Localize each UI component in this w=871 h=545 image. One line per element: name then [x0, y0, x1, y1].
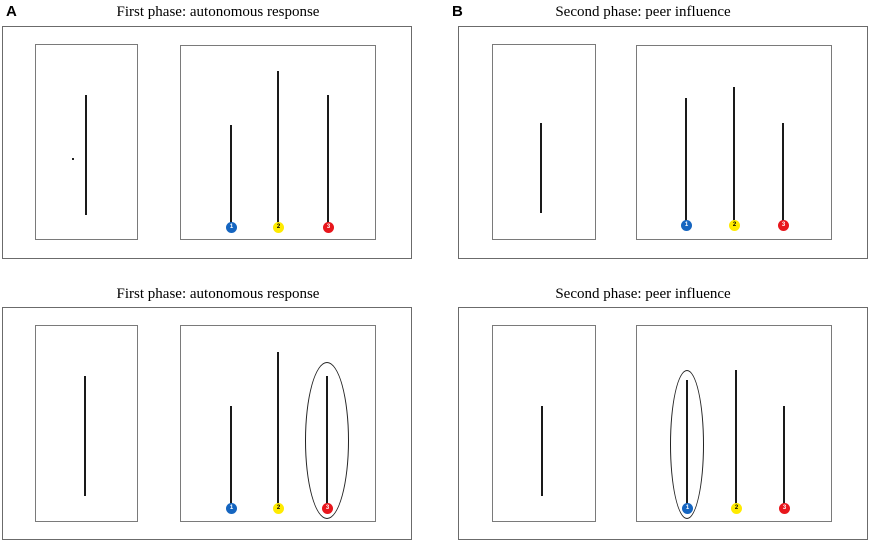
marker-1-b-top: 1: [681, 220, 692, 231]
standard-box-a-bottom: [35, 325, 138, 522]
standard-line-a-top: [85, 95, 87, 215]
standard-box-b-bottom: [492, 325, 596, 522]
marker-2-b-top: 2: [729, 220, 740, 231]
comparison-box-b-bottom: [636, 325, 832, 522]
comparison-line-3-b-top: [782, 123, 784, 226]
marker-3-a-bottom: 3: [322, 503, 333, 514]
marker-1-a-bottom: 1: [226, 503, 237, 514]
marker-2-a-bottom: 2: [273, 503, 284, 514]
selection-ellipse-a-bottom: [305, 362, 349, 519]
standard-line-b-bottom: [541, 406, 543, 496]
comparison-line-2-b-bottom: [735, 370, 737, 510]
comparison-line-2-b-top: [733, 87, 735, 226]
standard-line-a-bottom: [84, 376, 86, 496]
selection-ellipse-b-bottom: [670, 370, 704, 519]
title-b-top: Second phase: peer influence: [555, 4, 731, 20]
comparison-line-1-b-top: [685, 98, 687, 226]
title-a-bottom: First phase: autonomous response: [116, 286, 320, 302]
marker-3-b-top: 3: [778, 220, 789, 231]
panel-letter-a: A: [6, 3, 17, 20]
marker-2-b-bottom: 2: [731, 503, 742, 514]
standard-line-b-top: [540, 123, 542, 213]
marker-3-a-top: 3: [323, 222, 334, 233]
title-a-top: First phase: autonomous response: [116, 4, 320, 20]
title-b-bottom: Second phase: peer influence: [555, 286, 731, 302]
marker-1-b-bottom: 1: [682, 503, 693, 514]
comparison-line-3-a-top: [327, 95, 329, 228]
panel-letter-b: B: [452, 3, 463, 20]
standard-box-b-top: [492, 44, 596, 240]
marker-3-b-bottom: 3: [779, 503, 790, 514]
marker-1-a-top: 1: [226, 222, 237, 233]
speck: [72, 158, 74, 160]
comparison-line-2-a-bottom: [277, 352, 279, 510]
comparison-line-3-b-bottom: [783, 406, 785, 510]
marker-2-a-top: 2: [273, 222, 284, 233]
comparison-line-2-a-top: [277, 71, 279, 228]
comparison-line-1-a-top: [230, 125, 232, 228]
comparison-line-1-a-bottom: [230, 406, 232, 510]
